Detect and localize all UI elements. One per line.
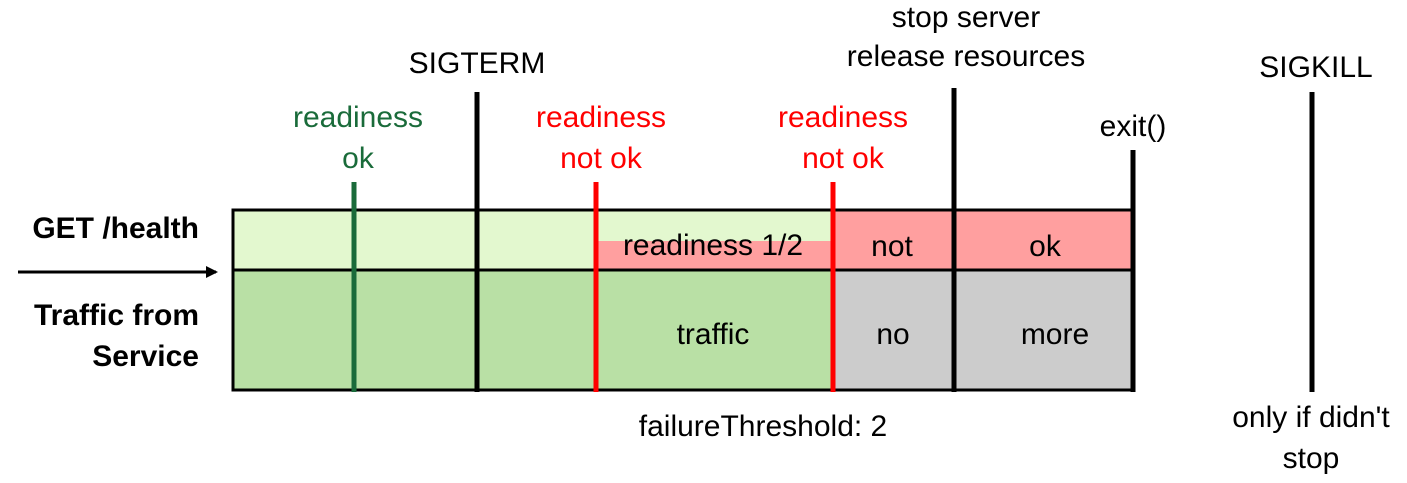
get-health-label: GET /health: [32, 212, 199, 245]
health-ok-label: ok: [1029, 230, 1062, 263]
exit-label: exit(): [1100, 110, 1167, 143]
sigterm-label: SIGTERM: [409, 47, 546, 80]
readiness-half-label: readiness 1/2: [623, 229, 803, 262]
release-resources-label: release resources: [847, 40, 1085, 73]
traffic-none-bg: [833, 270, 1133, 390]
failure-threshold-label: failureThreshold: 2: [639, 410, 887, 443]
traffic-label: traffic: [677, 318, 750, 351]
readiness-notok-1-label-line2: not ok: [560, 142, 643, 175]
no-label: no: [876, 318, 909, 351]
traffic-from-label: Traffic from: [34, 299, 199, 332]
sigkill-label: SIGKILL: [1259, 51, 1372, 84]
health-fail-partial: [596, 241, 833, 270]
more-label: more: [1021, 318, 1089, 351]
readiness-notok-2-label-line1: readiness: [778, 101, 908, 134]
health-fail-full: [833, 210, 1133, 270]
only-if-label-line2: stop: [1283, 442, 1340, 475]
readiness-ok-label-line2: ok: [342, 142, 375, 175]
traffic-row-bg: [233, 270, 833, 390]
health-not-label: not: [871, 230, 913, 263]
service-label: Service: [92, 340, 199, 373]
readiness-notok-2-label-line2: not ok: [802, 142, 885, 175]
readiness-notok-1-label-line1: readiness: [536, 101, 666, 134]
only-if-label-line1: only if didn't: [1232, 401, 1390, 434]
readiness-ok-label-line1: readiness: [293, 101, 423, 134]
stop-server-label: stop server: [892, 1, 1040, 34]
